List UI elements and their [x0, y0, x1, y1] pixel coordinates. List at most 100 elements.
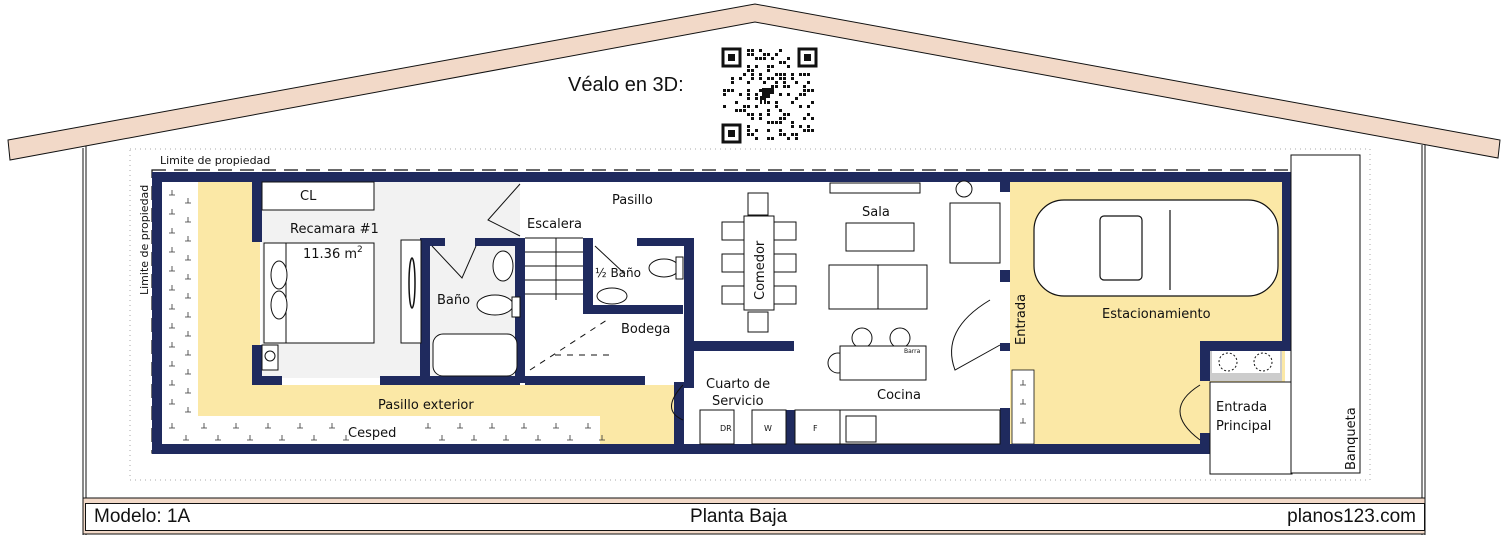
service-room-label-1: Cuarto de [706, 377, 770, 392]
exterior-hall-label: Pasillo exterior [378, 398, 474, 413]
sidewalk-label: Banqueta [1344, 407, 1359, 470]
plan-title: Planta Baja [690, 506, 788, 527]
lawn-mark [329, 423, 335, 429]
lawn-mark [169, 209, 175, 215]
lawn-mark [471, 435, 477, 441]
bed [261, 242, 375, 371]
property-limit-top: Limite de propiedad [160, 154, 270, 167]
bedroom-label: Recamara #1 [290, 222, 379, 237]
lawn-area [163, 182, 1035, 445]
lawn-mark [439, 435, 445, 441]
lawn-mark [1020, 380, 1026, 386]
parking-label: Estacionamiento [1102, 307, 1211, 322]
storage-label: Bodega [621, 322, 670, 337]
lawn-mark [521, 423, 527, 429]
lawn-marks [169, 190, 1026, 441]
lawn-mark [215, 435, 221, 441]
lawn-mark [279, 435, 285, 441]
lawn-mark [169, 399, 175, 405]
lawn-mark [185, 255, 191, 261]
dining-label: Comedor [753, 240, 768, 300]
lawn-mark [169, 190, 175, 196]
title-block: Modelo: 1A Planta Baja planos123.com [85, 503, 1425, 531]
lawn-mark [233, 423, 239, 429]
lawn-mark [553, 423, 559, 429]
lawn-mark [185, 236, 191, 242]
qr-code-icon [721, 47, 818, 144]
lawn-mark [169, 361, 175, 367]
lawn-mark [311, 435, 317, 441]
bedroom-area: 11.36 m2 [303, 245, 363, 262]
lawn-mark [457, 423, 463, 429]
bar-label: Barra [904, 348, 921, 355]
planter [1210, 351, 1282, 381]
lawn-mark [185, 312, 191, 318]
lawn-mark [265, 423, 271, 429]
fridge-label: F [813, 424, 818, 433]
lawn-mark [425, 423, 431, 429]
washer-label: W [764, 424, 772, 433]
lawn-mark [169, 342, 175, 348]
lawn-mark [183, 435, 189, 441]
lawn-mark [185, 369, 191, 375]
sidewalk [1290, 154, 1361, 474]
view-3d-label: Véalo en 3D: [568, 74, 684, 96]
property-limit-dotted [129, 148, 1371, 481]
half-bath-label: ½ Baño [595, 266, 641, 280]
living-furniture [828, 180, 1001, 310]
door-swings [431, 183, 1201, 441]
hallway-label: Pasillo [612, 193, 653, 208]
bathroom-fixtures [432, 250, 684, 377]
lawn-mark [169, 247, 175, 253]
lawn-mark [169, 304, 175, 310]
lawn-mark [185, 407, 191, 413]
lawn-mark [343, 435, 349, 441]
lawn-mark [169, 285, 175, 291]
lawn-mark [169, 423, 175, 429]
stairs-label: Escalera [527, 217, 582, 232]
car [1033, 199, 1279, 297]
lawn-mark [585, 423, 591, 429]
lawn-mark [185, 274, 191, 280]
main-entry-label-2: Principal [1216, 419, 1271, 434]
lawn-mark [185, 350, 191, 356]
lawn-mark [169, 228, 175, 234]
property-limit-left: Limite de propiedad [138, 185, 151, 295]
bathroom-label: Baño [437, 293, 470, 308]
lawn-mark [169, 266, 175, 272]
lawn-label: Cesped [348, 426, 396, 441]
living-label: Sala [862, 205, 890, 220]
dining-set [721, 192, 797, 333]
stairs [525, 237, 615, 371]
lawn-mark [169, 323, 175, 329]
entry-label: Entrada [1014, 294, 1029, 345]
lawn-mark [1020, 399, 1026, 405]
lawn-mark [247, 435, 253, 441]
lawn-mark [503, 435, 509, 441]
main-entry-area [1209, 381, 1293, 475]
lawn-mark [185, 198, 191, 204]
roof [7, 3, 1501, 161]
kitchen-bar [827, 327, 927, 381]
lawn-mark [1020, 418, 1026, 424]
closet [261, 181, 375, 211]
lawn-mark [185, 388, 191, 394]
dryer-label: DR [720, 424, 732, 433]
lawn-mark [185, 293, 191, 299]
main-entry-label-1: Entrada [1216, 400, 1267, 415]
lawn-mark [169, 380, 175, 386]
kitchen-label: Cocina [877, 388, 921, 403]
kitchen-counter [699, 409, 1001, 445]
walls [152, 172, 1292, 454]
lawn-mark [185, 331, 191, 337]
model-label: Modelo: 1A [94, 506, 191, 527]
lawn-mark [297, 423, 303, 429]
lawn-mark [185, 217, 191, 223]
lawn-mark [599, 435, 605, 441]
lawn-mark [201, 423, 207, 429]
wardrobe [400, 239, 422, 344]
lawn-mark [489, 423, 495, 429]
closet-label: CL [300, 189, 317, 204]
site-label[interactable]: planos123.com [1287, 506, 1416, 527]
